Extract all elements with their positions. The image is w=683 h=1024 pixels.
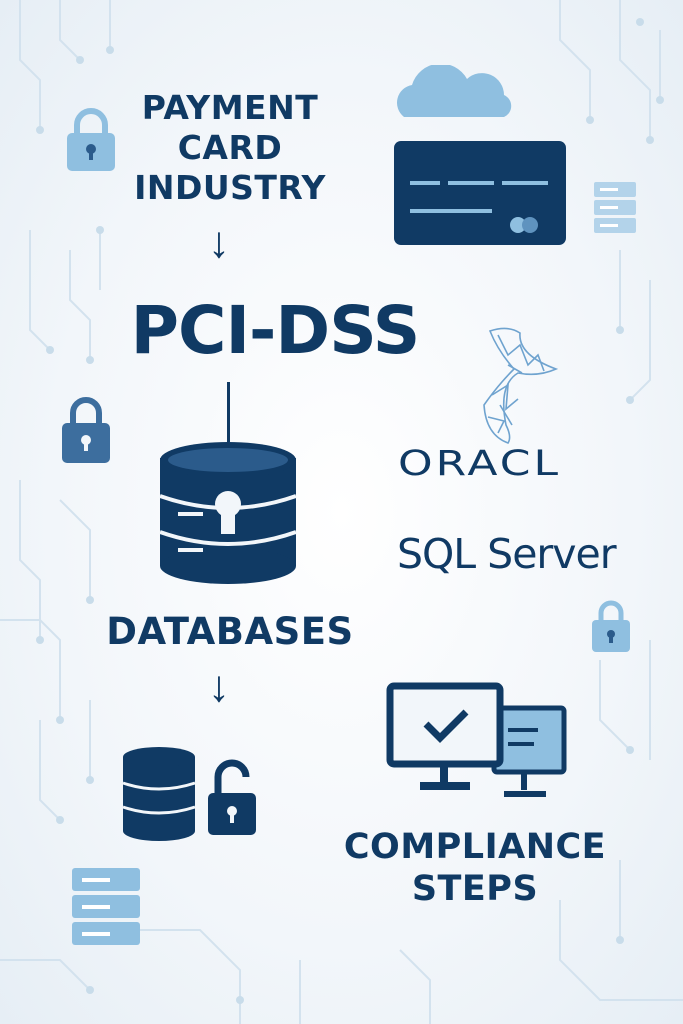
arrow-down-icon: ↓ <box>208 218 230 267</box>
arrow-down-icon: ↓ <box>208 662 230 711</box>
padlock-icon <box>592 600 630 652</box>
heading-line: PAYMENT <box>141 88 319 127</box>
label-line: STEPS <box>411 869 539 909</box>
database-lock-icon <box>159 442 297 584</box>
payment-card-industry-heading: PAYMENT CARD INDUSTRY <box>120 88 340 208</box>
label-line: COMPLIANCE <box>343 827 607 867</box>
heading-line: INDUSTRY <box>134 168 326 207</box>
cloud-icon <box>397 65 512 117</box>
database-unlock-icon <box>122 747 256 841</box>
padlock-icon <box>62 397 110 463</box>
connector-line <box>227 382 230 442</box>
pci-dss-title: PCI-DSS <box>130 292 421 369</box>
credit-card-icon <box>394 141 566 245</box>
sql-server-logo: SQL Server <box>397 530 617 578</box>
heading-line: CARD <box>177 128 283 167</box>
oracle-logo: ORACL <box>398 444 561 484</box>
sql-server-logo-icon <box>483 327 558 444</box>
server-icon <box>594 182 636 233</box>
padlock-icon <box>67 108 115 171</box>
monitor-checkmark-icon <box>386 682 567 797</box>
server-icon <box>72 868 140 945</box>
compliance-steps-label: COMPLIANCE STEPS <box>320 826 630 910</box>
databases-label: DATABASES <box>106 610 354 653</box>
